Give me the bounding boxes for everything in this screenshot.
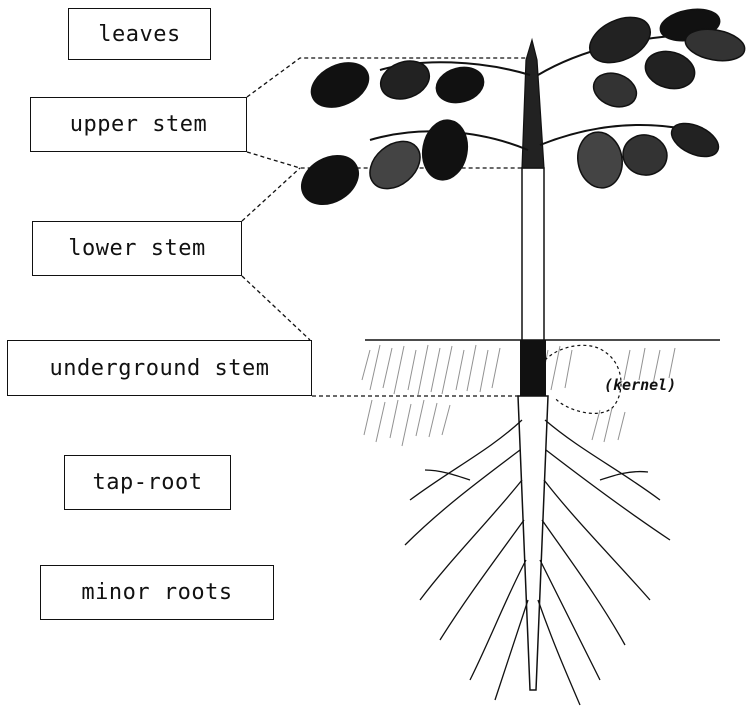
label-lower-stem: lower stem — [32, 221, 242, 276]
leaf — [620, 131, 670, 178]
tap-root — [518, 396, 548, 690]
leaves — [293, 5, 747, 214]
label-tap-root: tap-root — [64, 455, 231, 510]
leaf — [293, 146, 367, 214]
label-minor-roots: minor roots — [40, 565, 274, 620]
leaf — [432, 62, 487, 107]
leaf — [304, 54, 375, 116]
label-underground-stem: underground stem — [7, 340, 312, 396]
label-upper-stem: upper stem — [30, 97, 247, 152]
leaf — [641, 46, 699, 94]
leaf — [418, 117, 472, 184]
leaf — [361, 132, 430, 199]
underground-stem — [520, 340, 546, 396]
leaf — [573, 129, 626, 192]
label-leaves: leaves — [68, 8, 211, 60]
leaf — [666, 117, 723, 164]
label-kernel: (kernel) — [604, 376, 676, 394]
lower-stem — [522, 168, 544, 340]
leaf — [589, 67, 641, 112]
